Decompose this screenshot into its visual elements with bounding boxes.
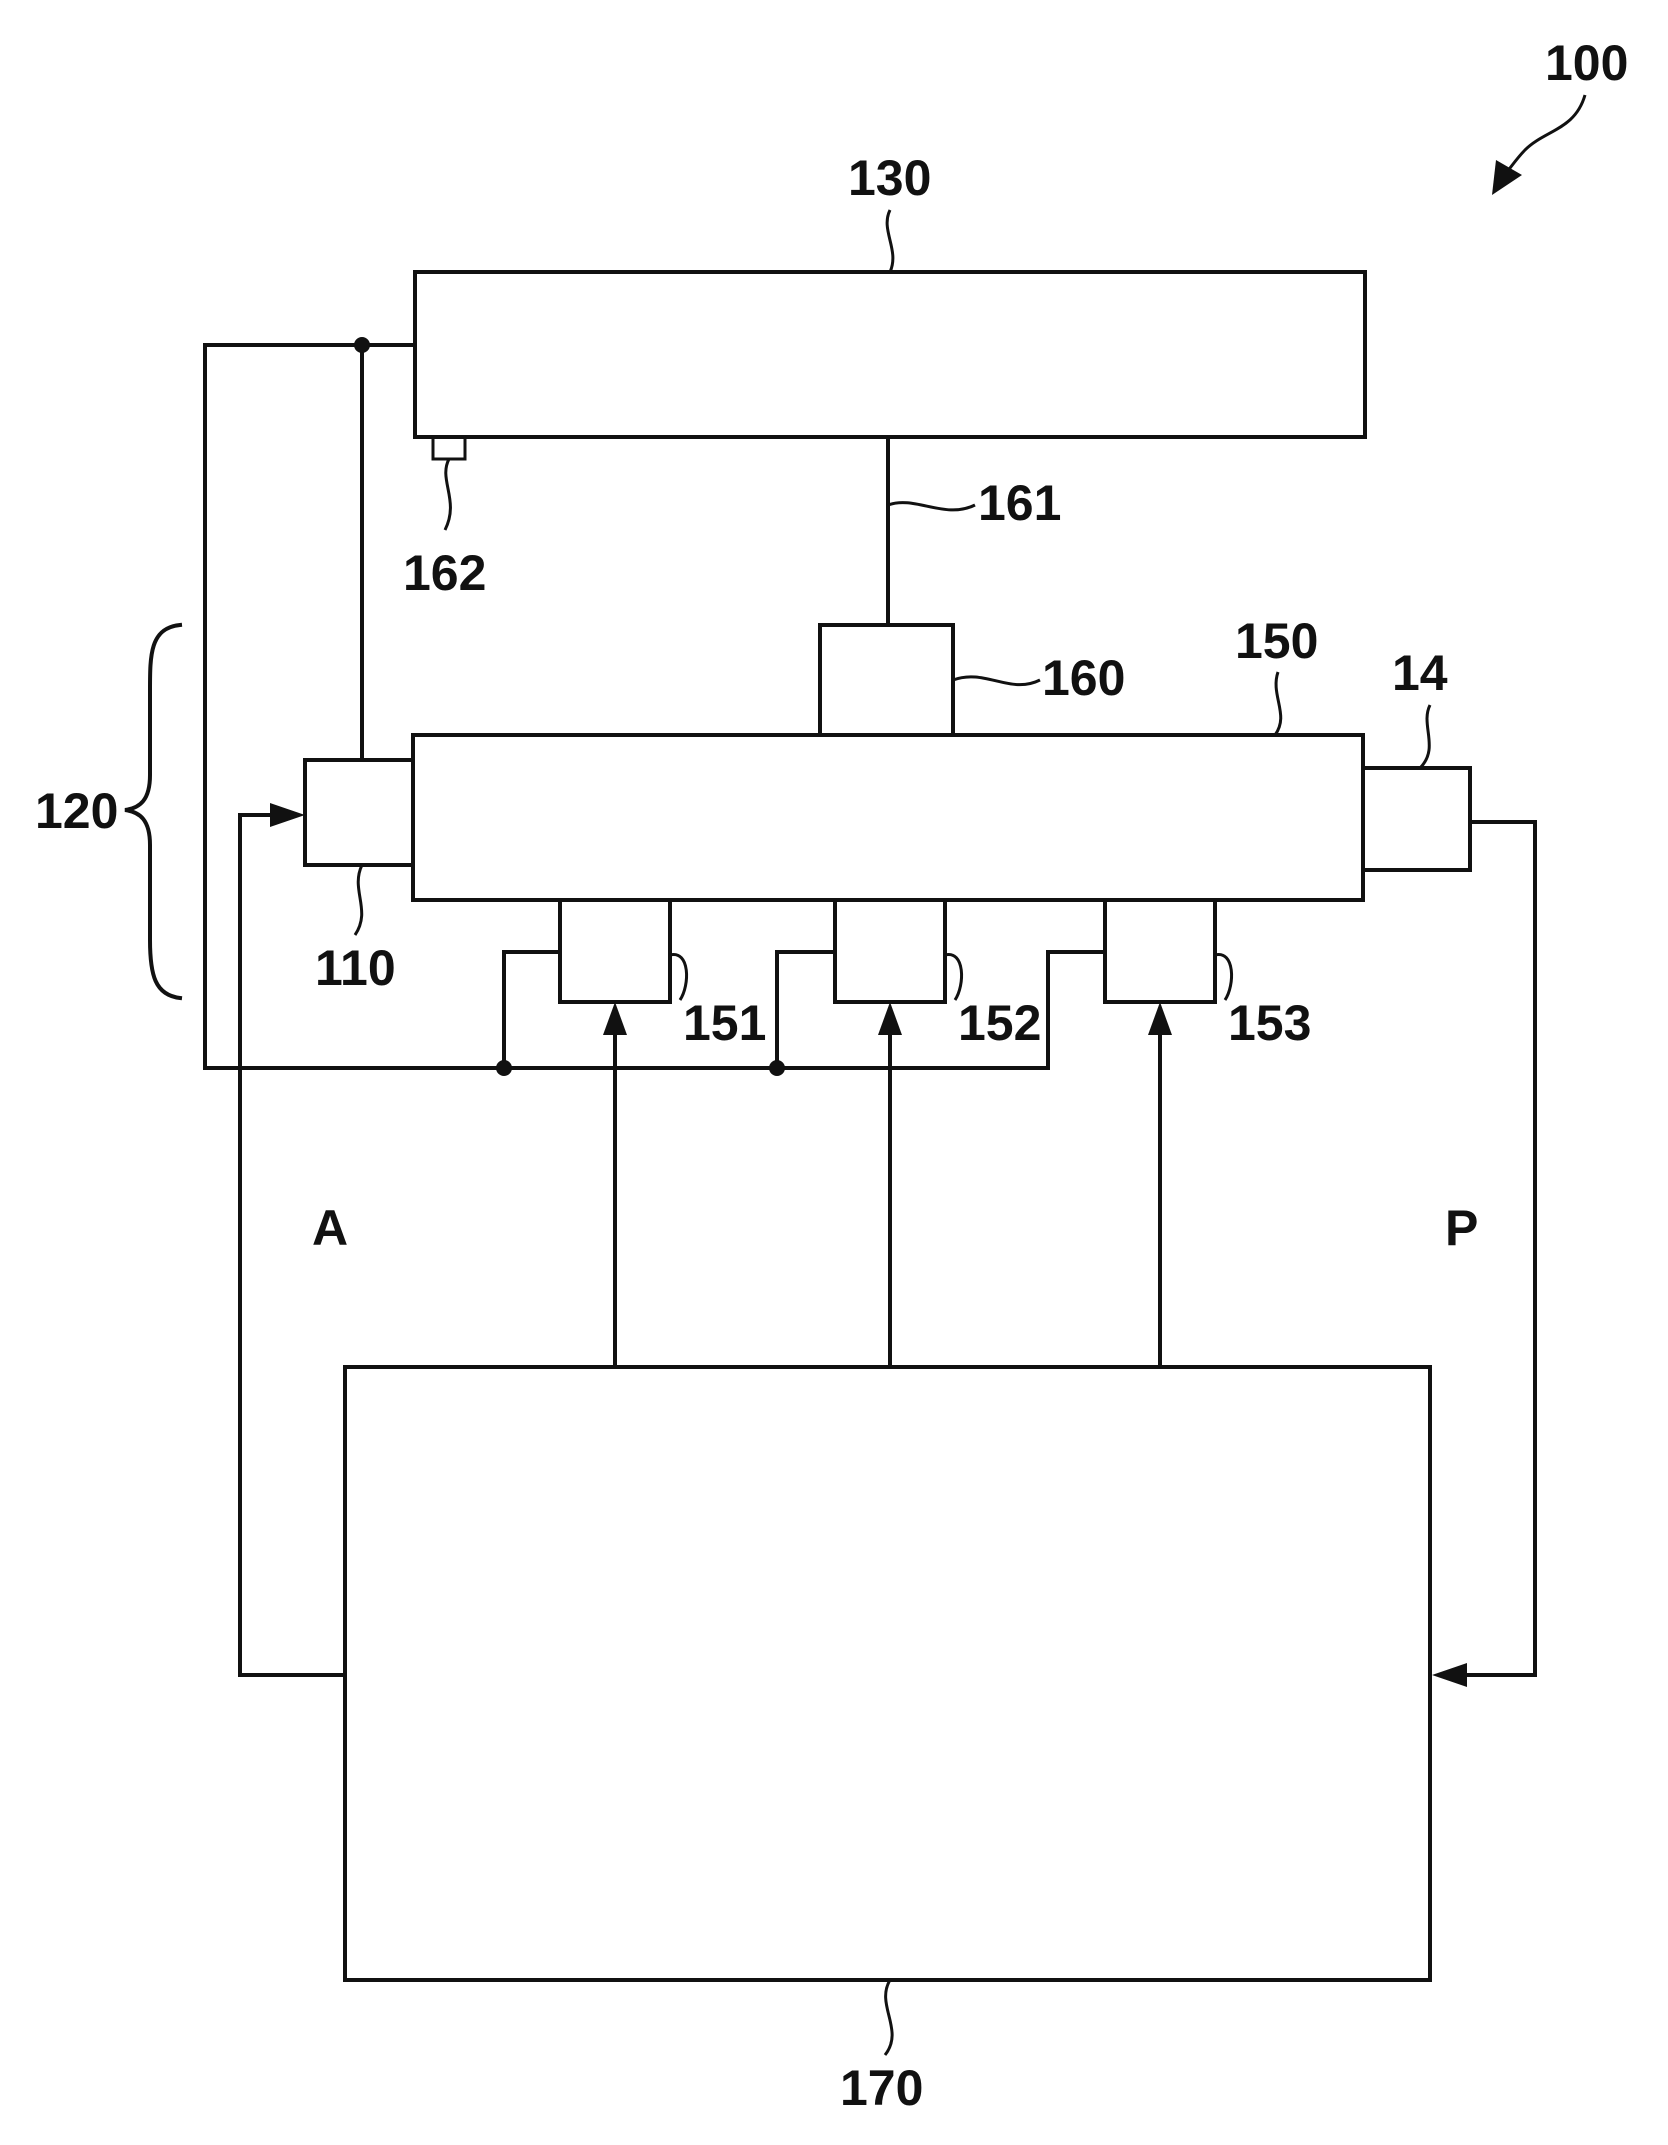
junction-dot-152	[769, 1060, 785, 1076]
label-P: P	[1445, 1200, 1478, 1256]
line-to-152	[777, 952, 835, 1068]
label-153: 153	[1228, 995, 1311, 1051]
label-170: 170	[840, 2060, 923, 2116]
arrowhead-152	[878, 1002, 902, 1035]
label-100: 100	[1545, 35, 1628, 91]
junction-dot-top	[354, 337, 370, 353]
label-110: 110	[315, 940, 396, 996]
leader-14	[1420, 705, 1430, 768]
block-151	[560, 900, 670, 1002]
block-110	[305, 760, 413, 865]
label-151: 151	[683, 995, 766, 1051]
block-130	[415, 272, 1365, 437]
port-162	[433, 437, 465, 459]
arrowhead-A	[270, 803, 305, 827]
label-A: A	[312, 1200, 348, 1256]
pointer-100-arrowhead	[1492, 160, 1522, 195]
label-14: 14	[1392, 645, 1448, 701]
junction-dot-151	[496, 1060, 512, 1076]
block-170	[345, 1367, 1430, 1980]
label-161: 161	[978, 475, 1061, 531]
block-160	[820, 625, 953, 735]
block-153	[1105, 900, 1215, 1002]
leader-151	[670, 955, 687, 1000]
leader-130	[887, 210, 893, 272]
arrowhead-P	[1432, 1663, 1467, 1687]
leader-161	[888, 503, 975, 510]
brace-120	[125, 625, 180, 998]
block-152	[835, 900, 945, 1002]
leader-153	[1215, 955, 1232, 1000]
block-14	[1363, 768, 1470, 870]
leader-160	[953, 677, 1040, 685]
leader-150	[1275, 672, 1281, 735]
label-150: 150	[1235, 613, 1318, 669]
arrowhead-153	[1148, 1002, 1172, 1035]
label-162: 162	[403, 545, 486, 601]
arrowhead-151	[603, 1002, 627, 1035]
label-152: 152	[958, 995, 1041, 1051]
leader-162	[445, 459, 450, 530]
pointer-100	[1500, 95, 1585, 180]
block-150	[413, 735, 1363, 900]
line-to-151	[504, 952, 560, 1068]
label-130: 130	[848, 150, 931, 206]
label-160: 160	[1042, 650, 1125, 706]
leader-170	[885, 1980, 892, 2055]
leader-110	[355, 865, 362, 935]
leader-152	[945, 955, 962, 1000]
label-120: 120	[35, 783, 118, 839]
